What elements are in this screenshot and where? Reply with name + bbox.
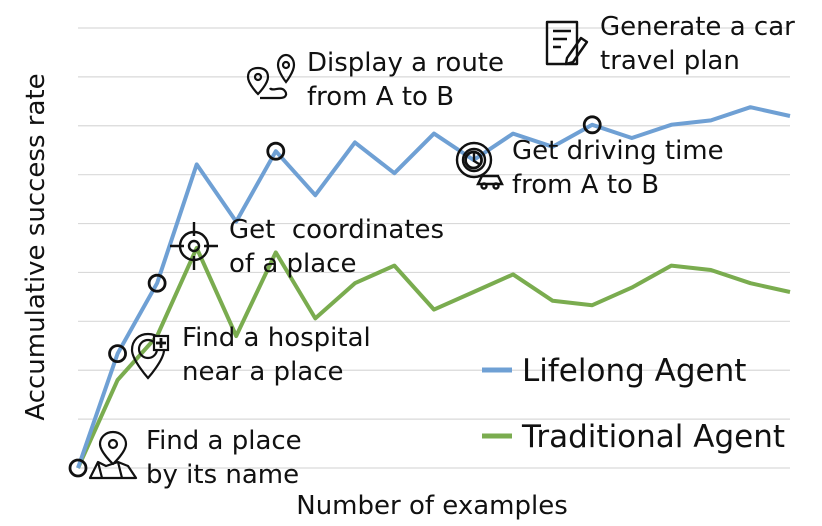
y-axis-label: Accumulative success rate [21,73,51,420]
milestone-label-4-0: Get driving time [512,136,724,166]
document-pen-icon [545,20,589,66]
milestone-marker-0 [68,458,88,478]
milestone-label-0-1: by its name [146,460,299,490]
milestone-marker-2 [147,273,167,293]
milestone-marker-5 [582,115,602,135]
series-line-1 [76,246,791,469]
milestone-label-0-0: Find a place [146,426,302,456]
series-line-0 [76,105,791,469]
clock-car-icon [455,141,504,190]
milestone-label-4-1: from A to B [512,170,659,200]
milestone-label-5-1: travel plan [600,46,740,76]
milestone-marker-3 [266,141,286,161]
milestone-marker-4 [464,150,483,170]
milestone-label-2-0: Get coordinates [229,215,444,245]
x-axis-label: Number of examples [296,491,568,521]
hospital-pin-icon [130,332,170,380]
milestone-label-1-0: Find a hospital [182,323,371,353]
milestone-annotations: Find a place by its name Find a hospital ne… [146,12,795,490]
milestone-label-2-1: of a place [229,249,356,279]
route-icon [246,53,296,100]
milestone-label-3-1: from A to B [307,82,454,112]
milestone-label-5-0: Generate a car [600,12,795,42]
milestone-markers [68,115,602,478]
legend-label-0: Lifelong Agent [522,353,746,389]
milestone-marker-1 [108,344,127,364]
legend-label-1: Traditional Agent [521,419,785,455]
milestone-label-1-1: near a place [182,357,344,387]
series-lines [76,105,791,469]
crosshair-icon [170,222,218,270]
gridlines [78,27,790,469]
milestone-label-3-0: Display a route [307,48,504,78]
map-pin-map-icon [88,430,138,480]
